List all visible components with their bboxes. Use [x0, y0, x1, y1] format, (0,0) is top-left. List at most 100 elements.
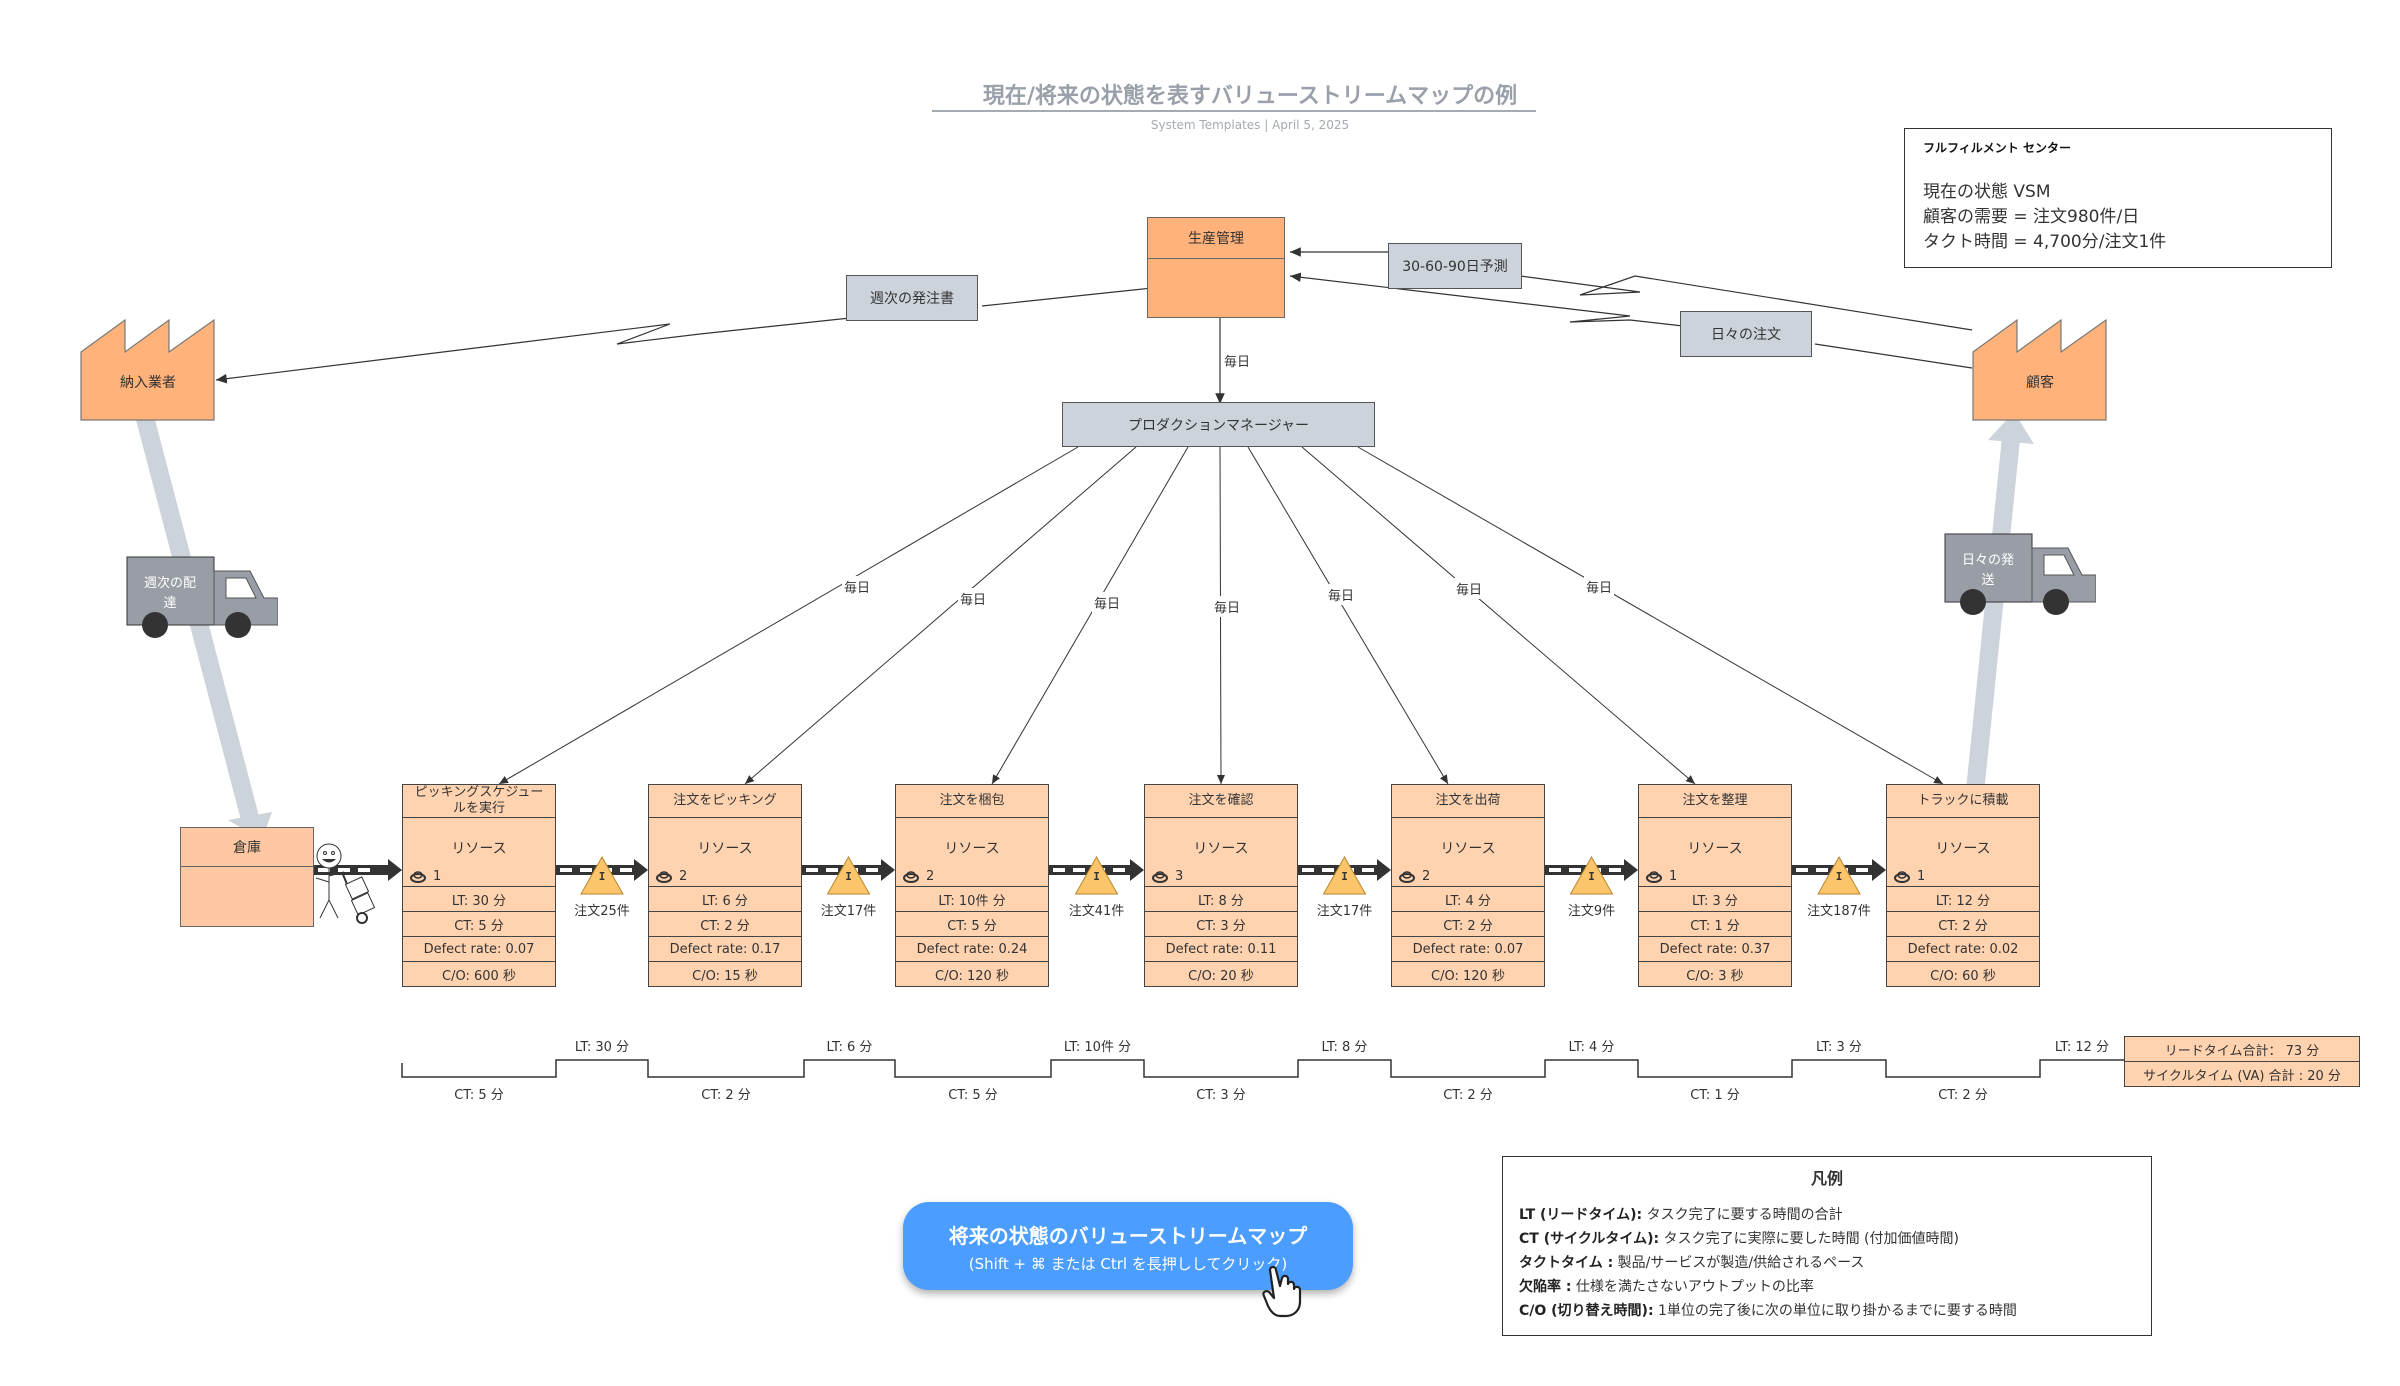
truck-icon — [126, 556, 278, 638]
hand-pointer-icon — [1262, 1265, 1302, 1318]
legend-term: LT (リードタイム): — [1519, 1207, 1643, 1223]
factory-icon — [1972, 318, 2107, 421]
resource-label: リソース — [1440, 841, 1496, 857]
operator-icon — [1646, 870, 1662, 883]
weekly-po-line — [215, 287, 1153, 384]
operator-number: 2 — [679, 869, 688, 884]
truck-label-line: 日々の発 — [1961, 553, 2014, 568]
resource-label: リソース — [944, 841, 1000, 857]
resource-label: リソース — [451, 841, 507, 857]
forecast-box[interactable]: 30-60-90日予測 — [1388, 243, 1522, 289]
timeline-cycle-time: CT: 5 分 — [948, 1088, 998, 1103]
timeline-lead-time: LT: 30 分 — [574, 1040, 630, 1055]
truck-label-line: 週次の配 — [143, 576, 196, 591]
process-lead-time: LT: 30 分 — [403, 887, 555, 912]
pm-schedule-line — [1301, 446, 1696, 785]
pm-schedule-line — [1357, 446, 1944, 785]
customer-label: 顧客 — [2026, 375, 2054, 391]
push-arrow — [314, 859, 402, 881]
process-name: 注文を整理 — [1639, 785, 1791, 818]
process-changeover: C/O: 15 秒 — [692, 968, 758, 984]
process-resources: リソース 2 — [896, 818, 1048, 887]
inventory-symbol: I — [1093, 870, 1100, 883]
info-line-demand: 顧客の需要 = 注文980件/日 — [1923, 207, 2140, 227]
pm-schedule-line — [498, 446, 1079, 785]
supplier-factory[interactable]: 納入業者 — [80, 318, 216, 422]
total-cycle-time: サイクルタイム (VA) 合計 : 20 分 — [2143, 1068, 2341, 1084]
schedule-frequency-label: 毎日 — [958, 588, 989, 609]
timeline-cycle-time: CT: 3 分 — [1196, 1088, 1246, 1103]
warehouse-box[interactable]: 倉庫 — [180, 827, 314, 927]
customer-factory[interactable]: 顧客 — [1972, 318, 2108, 422]
operator-number: 2 — [926, 869, 935, 884]
inventory-count: 注文25件 — [574, 904, 630, 919]
process-defect-rate: Defect rate: 0.07 — [403, 937, 555, 962]
total-lead-time: リードタイム合計： 73 分 — [2125, 1037, 2359, 1062]
inventory-triangle-icon: I — [1569, 855, 1614, 895]
schedule-frequency-label: 毎日 — [1454, 578, 1485, 599]
outbound-shipment-arrow — [1966, 412, 2034, 793]
process-defect-rate: Defect rate: 0.07 — [1392, 937, 1544, 962]
pm-schedule-line — [1247, 446, 1449, 785]
operator-icon — [1894, 870, 1910, 883]
operator-count: 2 — [902, 869, 934, 884]
weekly-po-box[interactable]: 週次の発注書 — [846, 275, 978, 321]
forecast-line — [1290, 247, 1973, 331]
operator-count: 1 — [1645, 869, 1677, 884]
process-name: 注文を梱包 — [896, 785, 1048, 818]
truck-icon — [1944, 533, 2096, 615]
inventory-count: 注文17件 — [820, 904, 877, 919]
daily-orders-box[interactable]: 日々の注文 — [1680, 311, 1812, 357]
page-subtitle: System Templates | April 5, 2025 — [1150, 118, 1350, 132]
timeline-totals-box: リードタイム合計： 73 分 サイクルタイム (VA) 合計 : 20 分 — [2124, 1036, 2360, 1087]
inventory-symbol: I — [1341, 870, 1348, 883]
operator-number: 3 — [1175, 869, 1184, 884]
process-defect-rate: Defect rate: 0.37 — [1639, 937, 1791, 962]
operator-icon — [1152, 870, 1168, 883]
process-defect-rate: Defect rate: 0.24 — [896, 937, 1048, 962]
supplier-label: 納入業者 — [120, 375, 176, 391]
process-resources: リソース 1 — [1639, 818, 1791, 887]
operator-icon — [1399, 870, 1415, 883]
process-cycle-time: CT: 2 分 — [1887, 912, 2039, 937]
legend-term: タクトタイム : — [1519, 1255, 1614, 1271]
process-defect-rate: Defect rate: 0.11 — [1145, 937, 1297, 962]
process-resources: リソース 2 — [649, 818, 801, 887]
inbound-truck: 週次の配 達 — [126, 556, 278, 646]
production-manager-box[interactable]: プロダクションマネージャー — [1062, 402, 1375, 447]
process-cycle-time: CT: 2 分 — [1392, 912, 1544, 937]
resource-label: リソース — [697, 841, 753, 857]
inventory-symbol: I — [845, 870, 852, 883]
pm-schedule-line — [991, 446, 1189, 785]
resource-label: リソース — [1687, 841, 1743, 857]
legend-desc: 1単位の完了後に次の単位に取り掛かるまでに要する時間 — [1653, 1303, 2017, 1319]
process-lead-time: LT: 6 分 — [649, 887, 801, 912]
legend-term: 欠陥率 : — [1519, 1279, 1572, 1295]
process-changeover: C/O: 3 秒 — [1686, 968, 1744, 984]
info-box-heading: フルフィルメント センター — [1923, 141, 2071, 155]
pm-to-process-lines — [498, 446, 1944, 785]
resource-label: リソース — [1935, 841, 1991, 857]
page-title: 現在/将来の状態を表すバリューストリームマップの例 — [982, 84, 1518, 109]
operator-count: 2 — [655, 869, 687, 884]
inventory-triangle-icon: I — [1074, 855, 1119, 895]
daily-orders-line — [1289, 272, 1973, 369]
schedule-frequency-label: 毎日 — [1092, 592, 1123, 613]
process-lead-time: LT: 4 分 — [1392, 887, 1544, 912]
production-control-box[interactable]: 生産管理 — [1147, 217, 1285, 318]
inventory-count: 注文17件 — [1316, 904, 1373, 919]
inventory-symbol: I — [1836, 870, 1843, 883]
process-name: 注文を出荷 — [1392, 785, 1544, 818]
legend-box: 凡例 LT (リードタイム): タスク完了に要する時間の合計 CT (サイクルタ… — [1502, 1156, 2152, 1336]
inventory-symbol: I — [599, 870, 606, 883]
